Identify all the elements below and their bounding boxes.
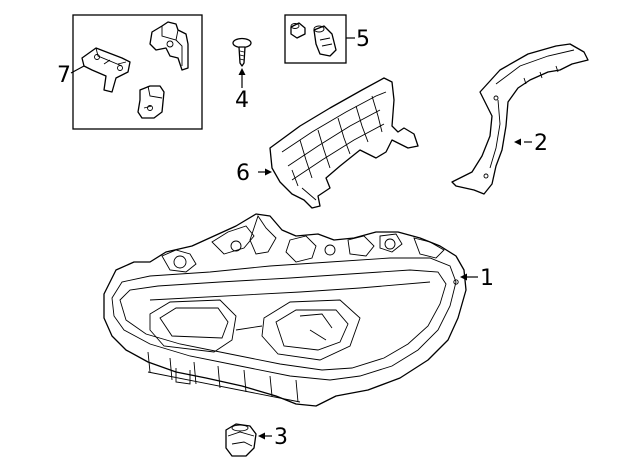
part-5-bulb [313,25,337,57]
part-3-adjuster [225,423,272,457]
callout-2: 2 [534,131,548,156]
callout-6: 6 [236,161,250,186]
callout-5: 5 [356,27,370,52]
part-7-left-bracket [81,47,131,93]
callout-4: 4 [235,88,249,113]
callout-7: 7 [57,63,71,88]
part-5-bulb-set [284,14,355,64]
callout-1: 1 [480,266,494,291]
part-7-upper-bracket [149,21,189,71]
part-7-bracket-kit [70,14,203,130]
part-6-support-frame [258,77,419,209]
part-1-headlamp-assembly [103,213,478,407]
part-5-frame [284,14,347,64]
part-4-screw [232,37,252,88]
part-7-lower-bracket [137,85,165,119]
callout-3: 3 [274,425,288,450]
part-5-small-cap [290,22,306,39]
part-2-side-bracket [451,43,589,195]
